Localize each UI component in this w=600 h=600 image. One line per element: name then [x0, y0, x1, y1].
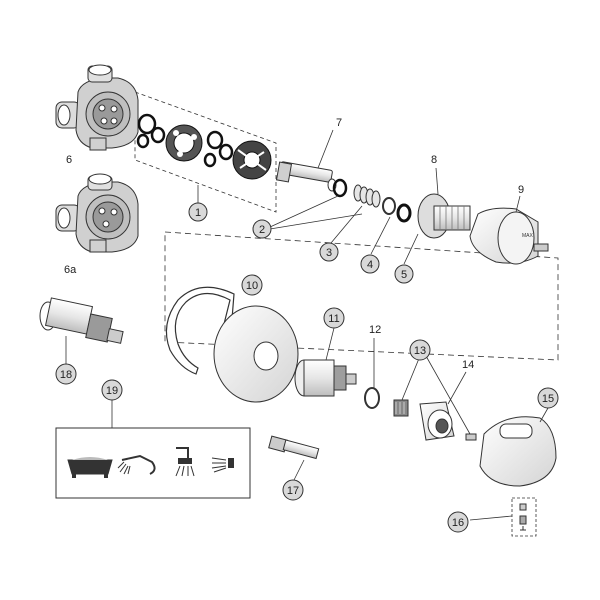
svg-text:13: 13 — [414, 345, 426, 357]
callout-10: 10 — [241, 274, 263, 296]
cover-cap-9: MAX — [469, 207, 549, 265]
o-ring-12 — [364, 387, 380, 409]
mixer-body-6 — [55, 64, 139, 151]
bathtub-icon — [67, 457, 113, 478]
callout-19: 19 — [101, 379, 123, 401]
sleeve-8 — [417, 193, 471, 239]
callout-1: 1 — [188, 202, 208, 222]
svg-text:11: 11 — [328, 313, 339, 325]
grub-screw — [465, 433, 477, 441]
callout-13: 13 — [409, 339, 431, 361]
cartridge-11 — [294, 359, 357, 397]
seal-set-1 — [136, 113, 234, 168]
body-jet-icon — [211, 457, 234, 473]
label-14: 14 — [462, 359, 474, 371]
washer-4a — [382, 197, 396, 215]
label-8: 8 — [431, 154, 437, 166]
ceramic-disc-1 — [165, 124, 203, 162]
svg-text:5: 5 — [401, 269, 407, 281]
extension-17 — [268, 435, 320, 460]
small-parts-16 — [511, 497, 537, 537]
trim-ring-10 — [165, 286, 235, 375]
cartridge-18 — [39, 297, 124, 344]
shower-head-icon — [175, 447, 195, 477]
callout-5: 5 — [394, 264, 414, 284]
label-9: 9 — [518, 184, 524, 196]
svg-text:17: 17 — [287, 485, 299, 497]
knob-max-mark: MAX — [522, 233, 534, 239]
adapter-13 — [393, 399, 409, 417]
callout-17: 17 — [282, 479, 304, 501]
dashed-group-frame-main — [164, 231, 559, 361]
callout-2: 2 — [252, 219, 272, 239]
svg-text:4: 4 — [367, 259, 373, 271]
svg-text:1: 1 — [195, 207, 201, 219]
svg-text:18: 18 — [60, 369, 72, 381]
label-12: 12 — [369, 324, 381, 336]
svg-text:2: 2 — [259, 224, 265, 236]
callout-15: 15 — [537, 387, 559, 409]
spindle-7 — [275, 161, 337, 192]
washer-4b — [396, 203, 412, 223]
o-ring-2 — [332, 178, 348, 198]
callout-18: 18 — [55, 363, 77, 385]
label-6: 6 — [66, 154, 72, 166]
svg-text:19: 19 — [106, 385, 118, 397]
ceramic-disc-2 — [232, 140, 272, 180]
mixer-body-6a — [55, 173, 139, 253]
callout-11: 11 — [323, 307, 345, 329]
callout-16: 16 — [447, 511, 469, 533]
handle-15 — [479, 416, 557, 487]
svg-text:3: 3 — [326, 247, 332, 259]
spring-3 — [353, 184, 381, 208]
svg-text:15: 15 — [542, 393, 554, 405]
svg-text:10: 10 — [246, 280, 258, 292]
label-6a: 6a — [64, 264, 77, 276]
svg-text:16: 16 — [452, 517, 464, 529]
dashed-group-frame-1 — [134, 91, 277, 213]
knob-base-14 — [419, 401, 455, 441]
callout-4: 4 — [360, 254, 380, 274]
label-7: 7 — [336, 117, 342, 129]
hand-shower-icon — [117, 454, 156, 475]
callout-3: 3 — [319, 242, 339, 262]
cover-plate-10 — [213, 305, 299, 403]
